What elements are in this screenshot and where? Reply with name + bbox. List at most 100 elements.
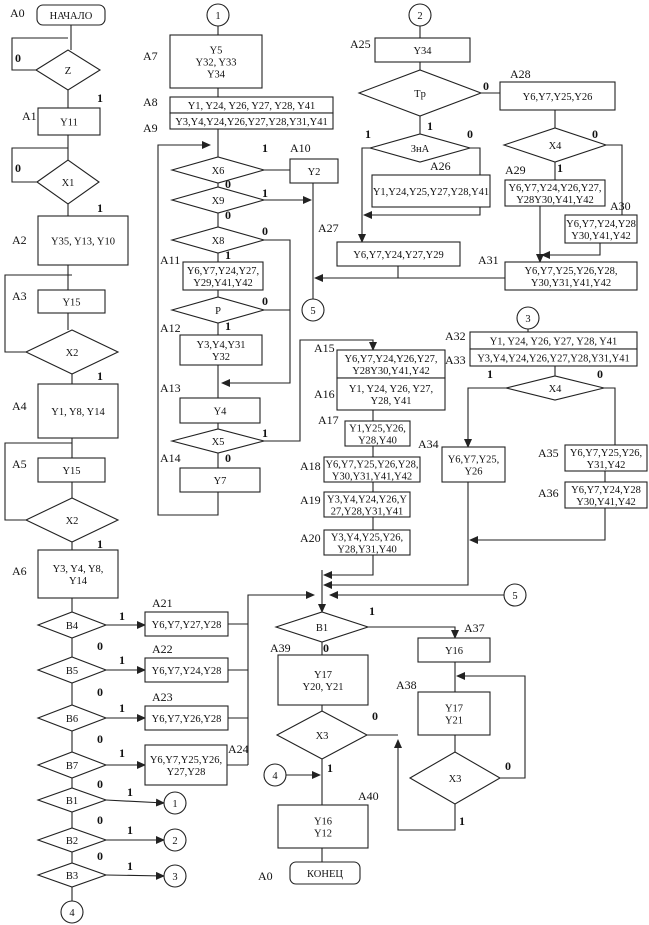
condition-diamond bbox=[169, 186, 267, 214]
connection-line bbox=[105, 798, 165, 807]
branch-true-label: 1 bbox=[97, 91, 103, 105]
connection-line bbox=[456, 672, 526, 779]
branch-false-label: 0 bbox=[97, 639, 103, 653]
block-text: Y30,Y31,Y41,Y42 bbox=[332, 472, 412, 483]
connector-circle bbox=[263, 763, 287, 787]
block-rect bbox=[277, 654, 369, 706]
block-text: Y6,Y7,Y24,Y28 bbox=[571, 485, 641, 496]
block-rect bbox=[441, 446, 506, 483]
block-rect bbox=[289, 158, 339, 184]
block-text: Y26 bbox=[464, 467, 482, 478]
connector-circle bbox=[516, 306, 540, 330]
block-text: Y34 bbox=[207, 70, 226, 81]
block-tag: A22 bbox=[152, 642, 173, 656]
connection-line bbox=[11, 147, 68, 183]
branch-false-label: 0 bbox=[15, 51, 21, 65]
condition-label: Z bbox=[65, 66, 71, 77]
connector-label: 5 bbox=[310, 306, 315, 317]
block-text: Y1,Y24,Y25,Y27,Y28,Y41 bbox=[373, 187, 489, 198]
block-rect bbox=[371, 174, 491, 208]
branch-false-label: 0 bbox=[323, 641, 329, 655]
block-tag: A0 bbox=[10, 6, 25, 20]
block-rect bbox=[37, 549, 119, 599]
block-text: Y30,Y41,Y42 bbox=[576, 497, 636, 508]
block-text: Y12 bbox=[314, 829, 332, 840]
block-rect bbox=[37, 383, 119, 439]
block-tag: A7 bbox=[143, 49, 158, 63]
block-text: КОНЕЦ bbox=[307, 869, 343, 880]
block-text: Y6,Y7,Y24,Y28 bbox=[152, 666, 222, 677]
block-rect bbox=[417, 691, 491, 736]
branch-true-label: 1 bbox=[127, 823, 133, 837]
block-text: Y6,Y7,Y25,Y26,Y28, bbox=[325, 460, 418, 471]
connector-label: 4 bbox=[69, 908, 75, 919]
operator-block-a1: Y11 A1 bbox=[22, 107, 101, 136]
condition-label: B6 bbox=[66, 714, 78, 725]
block-rect bbox=[37, 457, 106, 483]
block-tag: A0 bbox=[258, 869, 273, 883]
block-rect bbox=[323, 529, 411, 556]
block-tag: A1 bbox=[22, 109, 37, 123]
block-rect bbox=[499, 81, 616, 111]
block-tag: A3 bbox=[12, 289, 27, 303]
branch-false-label: 0 bbox=[225, 208, 231, 222]
block-text: Y11 bbox=[60, 118, 78, 129]
connection-line bbox=[604, 387, 616, 445]
block-text: Y4 bbox=[214, 407, 228, 418]
connection-line bbox=[323, 555, 374, 579]
branch-false-label: 0 bbox=[262, 224, 268, 238]
block-rect bbox=[564, 481, 648, 509]
block-rect bbox=[336, 377, 446, 411]
block-text: Y3,Y4,Y25,Y26, bbox=[331, 533, 403, 544]
branch-true-label: 1 bbox=[127, 859, 133, 873]
connection-line bbox=[11, 37, 68, 71]
branch-false-label: 0 bbox=[592, 127, 598, 141]
connector-c4b: 4 bbox=[60, 900, 84, 924]
condition-label: X4 bbox=[549, 384, 563, 395]
connector-c3top: 3 bbox=[516, 306, 540, 330]
branch-false-label: 0 bbox=[467, 127, 473, 141]
connector-circle bbox=[163, 864, 187, 888]
branch-false-label: 0 bbox=[597, 367, 603, 381]
condition-label: B5 bbox=[66, 666, 78, 677]
condition-diamond bbox=[169, 156, 267, 184]
condition-label: B7 bbox=[66, 761, 78, 772]
condition-diamond bbox=[36, 159, 100, 205]
branch-true-label: 1 bbox=[119, 746, 125, 760]
block-text: Y32, Y33 bbox=[195, 58, 236, 69]
block-tag: A35 bbox=[538, 446, 559, 460]
connector-c1top: 1 bbox=[206, 3, 230, 27]
block-rect bbox=[417, 637, 491, 663]
block-tag: A16 bbox=[314, 387, 335, 401]
block-tag: A4 bbox=[12, 399, 27, 413]
block-text: Y6,Y7,Y24,Y28 bbox=[566, 219, 636, 230]
block-rect bbox=[179, 467, 261, 493]
block-text: Y3, Y4, Y8, bbox=[53, 564, 104, 575]
block-tag: A15 bbox=[314, 341, 335, 355]
condition-diamond bbox=[36, 751, 108, 779]
connector-circle bbox=[206, 3, 230, 27]
connection-line bbox=[157, 141, 219, 516]
block-tag: A19 bbox=[300, 493, 321, 507]
connection-line bbox=[105, 871, 165, 880]
branch-true-label: 1 bbox=[427, 119, 433, 133]
branch-true-label: 1 bbox=[97, 537, 103, 551]
